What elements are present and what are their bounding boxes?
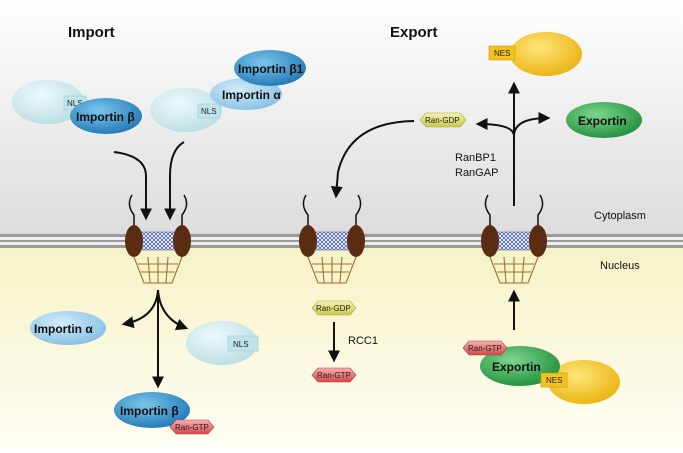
importin-beta-ran-gtp-complex: Importin β Ran-GTP xyxy=(114,392,215,435)
ranbp1-label: RanBP1 xyxy=(455,152,496,164)
ran-gtp-recycling-label: Ran-GTP xyxy=(317,371,351,380)
exportin xyxy=(480,346,560,386)
export-heading: Export xyxy=(390,24,438,41)
rcc1-label: RCC1 xyxy=(348,335,378,347)
ran-gtp-label: Ran-GTP xyxy=(175,423,209,432)
nes-bottom-label: NES xyxy=(546,376,562,385)
importin-alpha-label-nucleus: Importin α xyxy=(34,322,93,336)
exportin-top-label: Exportin xyxy=(578,114,627,128)
importin-beta-label-nucleus: Importin β xyxy=(120,404,179,418)
free-importin-alpha: Importin α xyxy=(30,311,106,345)
cargo-importin-alpha-beta1-complex: NLS Importin α Importin β1 xyxy=(150,50,306,132)
free-cargo: NLS xyxy=(186,321,259,365)
nes-cargo xyxy=(548,360,620,404)
ran-gtp-nucleus: Ran-GTP xyxy=(311,367,357,383)
cargo-protein xyxy=(150,88,222,132)
nuclear-pore-import xyxy=(125,194,191,284)
nes-tag xyxy=(540,372,568,388)
released-nes-cargo: NES xyxy=(488,32,582,76)
nuclear-pore-export xyxy=(481,194,547,284)
importin-alpha-label: Importin α xyxy=(222,88,281,102)
exportin-cargo-ran-gtp-complex: Exportin NES Ran-GTP xyxy=(462,340,620,404)
nls-label: NLS xyxy=(201,107,217,116)
cargo-importin-beta-complex: NLS Importin β xyxy=(12,80,142,134)
export-arrow-to-ran-gdp xyxy=(475,118,515,137)
nucleus-label: Nucleus xyxy=(600,260,640,272)
released-exportin: Exportin xyxy=(566,102,642,138)
import-heading: Import xyxy=(68,24,115,41)
ran-gdp-nucleus: Ran-GDP xyxy=(311,300,357,316)
ran-gtp-export-label: Ran-GTP xyxy=(468,344,502,353)
importin-beta1 xyxy=(234,50,306,86)
importin-beta1-label: Importin β1 xyxy=(238,62,304,76)
nuclear-pore-recycling xyxy=(299,194,365,284)
ran-gdp-bottom-label: Ran-GDP xyxy=(316,304,351,313)
rangap-label: RanGAP xyxy=(455,167,498,179)
ran-gdp-cytoplasm: Ran-GDP xyxy=(419,112,467,128)
nls-label: NLS xyxy=(67,99,83,108)
cytoplasm-label: Cytoplasm xyxy=(594,210,646,222)
exportin-bottom-label: Exportin xyxy=(492,360,541,374)
ran-gdp-top-label: Ran-GDP xyxy=(425,116,460,125)
importin-beta xyxy=(70,98,142,134)
import-arrow-right xyxy=(164,141,185,221)
importin-beta-label: Importin β xyxy=(76,110,135,124)
import-arrow-left xyxy=(113,151,152,221)
cargo-protein xyxy=(12,80,84,124)
ran-gtp-tag xyxy=(169,419,215,435)
ran-gtp-tag xyxy=(462,340,508,356)
nls-tag xyxy=(197,103,221,119)
ran-gdp-import-arrow xyxy=(330,120,415,199)
nes-top-label: NES xyxy=(494,49,510,58)
nucleus-region xyxy=(0,246,683,448)
importin-alpha xyxy=(210,78,282,110)
nls-label-nucleus: NLS xyxy=(233,340,249,349)
